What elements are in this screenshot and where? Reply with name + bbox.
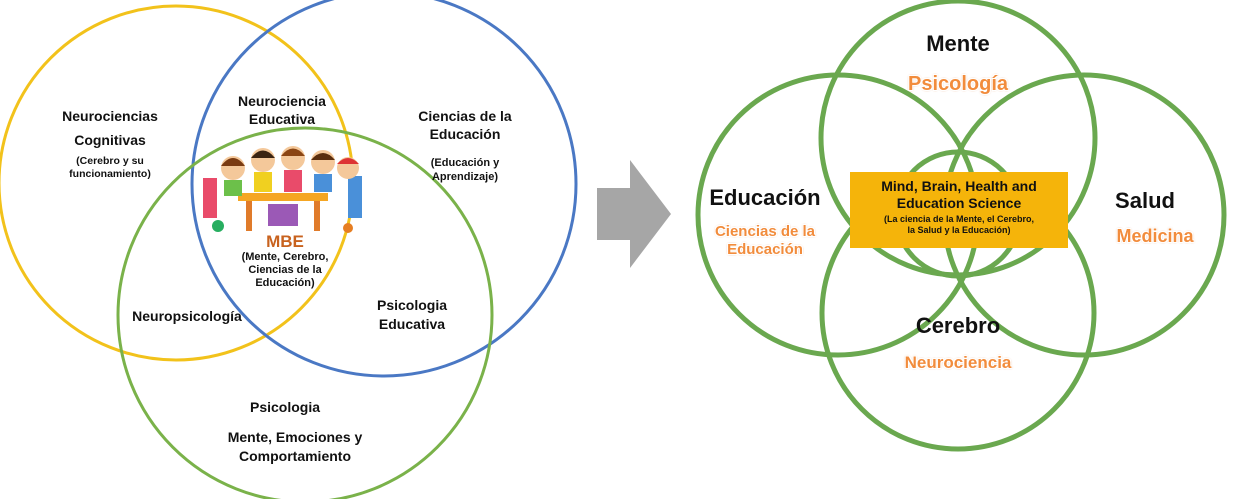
center-box-mbhe: Mind, Brain, Health and Education Scienc… — [850, 172, 1068, 248]
mbe-sub-2: Ciencias de la — [248, 264, 322, 276]
label-neuropsicologia: Neuropsicología — [132, 308, 242, 324]
children-illustration — [203, 146, 362, 233]
mente-emociones-1: Mente, Emociones y — [227, 429, 363, 445]
center-sub-1: (La ciencia de la Mente, el Cerebro, — [883, 214, 1035, 224]
label-salud: Salud — [1115, 188, 1175, 213]
center-title-1: Mind, Brain, Health and — [881, 178, 1037, 194]
label-educacion-aprendizaje: (Educación y Aprendizaje) — [405, 156, 525, 184]
mbe-sub-1: (Mente, Cerebro, — [241, 251, 329, 263]
venn-circle-blue — [190, 0, 578, 378]
label-mente: Mente — [926, 31, 990, 56]
ciencias-accent-1: Ciencias de la — [714, 223, 816, 240]
label-educacion: Educación — [709, 185, 821, 210]
center-title-2: Education Science — [896, 195, 1022, 211]
mente-emociones-2: Comportamiento — [239, 448, 351, 464]
ciencias-accent-2: Educación — [727, 241, 803, 258]
label-ciencias-educacion: Ciencias de la Educación — [395, 107, 535, 143]
neurociencia-educativa-1: Neurociencia — [238, 93, 326, 109]
neurociencia-educativa-2: Educativa — [248, 111, 316, 127]
educacion-sub-2: Aprendizaje) — [431, 171, 498, 183]
neurociencias-title-2: Cognitivas — [74, 132, 146, 148]
label-neurociencia-educativa: Neurociencia Educativa — [222, 92, 342, 128]
ciencias-title-1: Ciencias de la — [418, 108, 512, 124]
label-mbe-subtitle: (Mente, Cerebro, Ciencias de la Educació… — [222, 251, 348, 290]
label-psicologia: Psicologia — [249, 399, 321, 415]
label-cerebro: Cerebro — [915, 313, 1001, 338]
psicologia-educativa-2: Educativa — [378, 316, 446, 332]
label-psicologia-educativa: Psicologia Educativa — [352, 296, 472, 334]
center-sub-2: la Salud y la Educación) — [907, 225, 1011, 235]
label-neurociencia-accent: Neurociencia — [904, 353, 1012, 372]
psicologia-educativa-1: Psicologia — [376, 297, 448, 313]
right-arrow-icon — [597, 160, 671, 268]
label-psicologia-accent: Psicología — [907, 73, 1009, 95]
venn-circle-green — [116, 126, 494, 499]
ciencias-title-2: Educación — [429, 126, 501, 142]
label-ciencias-educacion-accent: Ciencias de la Educación — [695, 223, 835, 259]
neurociencias-title-1: Neurociencias — [62, 108, 158, 124]
cerebro-sub-1: (Cerebro y su — [76, 155, 144, 167]
label-medicina-accent: Medicina — [1116, 226, 1194, 246]
educacion-sub-1: (Educación y — [430, 157, 500, 169]
label-cerebro-funcionamiento: (Cerebro y su funcionamiento) — [40, 155, 180, 181]
cerebro-sub-2: funcionamiento) — [69, 168, 151, 180]
label-mente-emociones: Mente, Emociones y Comportamiento — [200, 428, 390, 466]
label-mbe-title: MBE — [266, 232, 304, 251]
label-neurociencias-cognitivas: Neurociencias Cognitivas — [40, 104, 180, 152]
mbe-sub-3: Educación) — [255, 277, 315, 289]
